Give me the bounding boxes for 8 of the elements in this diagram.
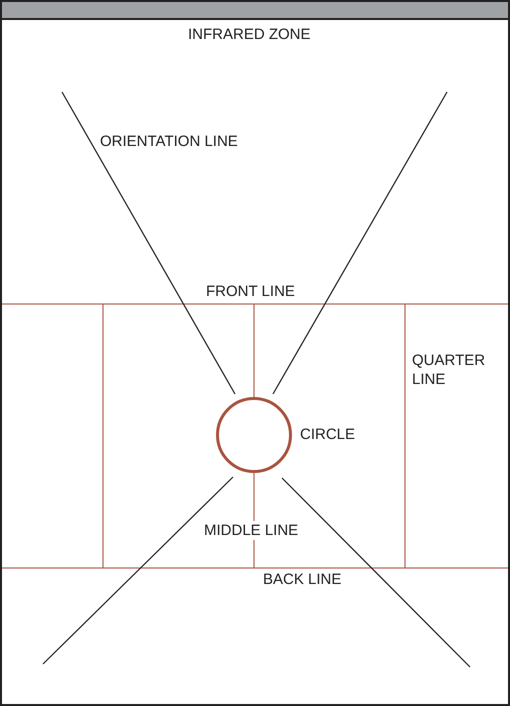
field-label: ORIENTATION LINE [100, 132, 238, 151]
field-label: QUARTER LINE [412, 351, 482, 389]
field-label: FRONT LINE [206, 282, 295, 301]
field-label: INFRARED ZONE [188, 25, 311, 44]
circle-label: CIRCLE [300, 426, 356, 444]
field-label: MIDDLE LINE [204, 521, 298, 540]
field-label: BACK LINE [263, 570, 342, 589]
center-circle [216, 397, 292, 473]
